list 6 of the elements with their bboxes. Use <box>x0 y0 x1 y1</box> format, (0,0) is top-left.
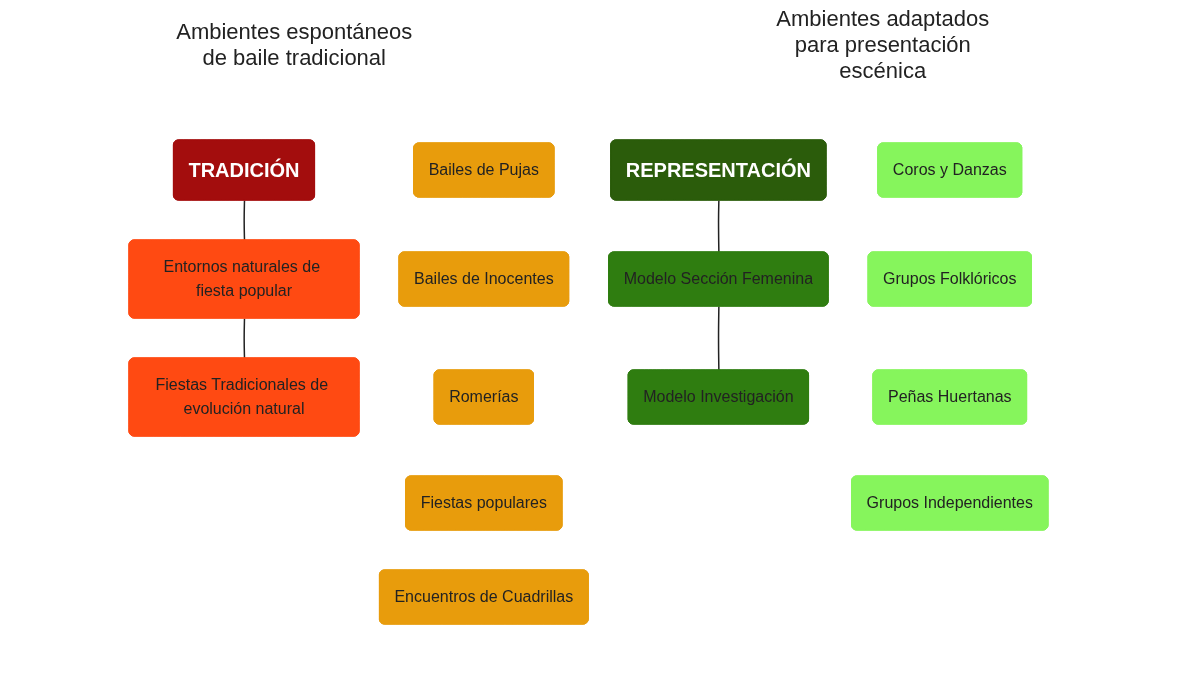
connector <box>717 199 720 253</box>
connector <box>243 199 246 241</box>
column-heading: Ambientes espontáneos de baile tradicional <box>175 19 414 71</box>
connector <box>243 317 246 359</box>
connector <box>717 305 720 371</box>
column-heading: Ambientes adaptados para presentación escénica <box>775 6 991 84</box>
